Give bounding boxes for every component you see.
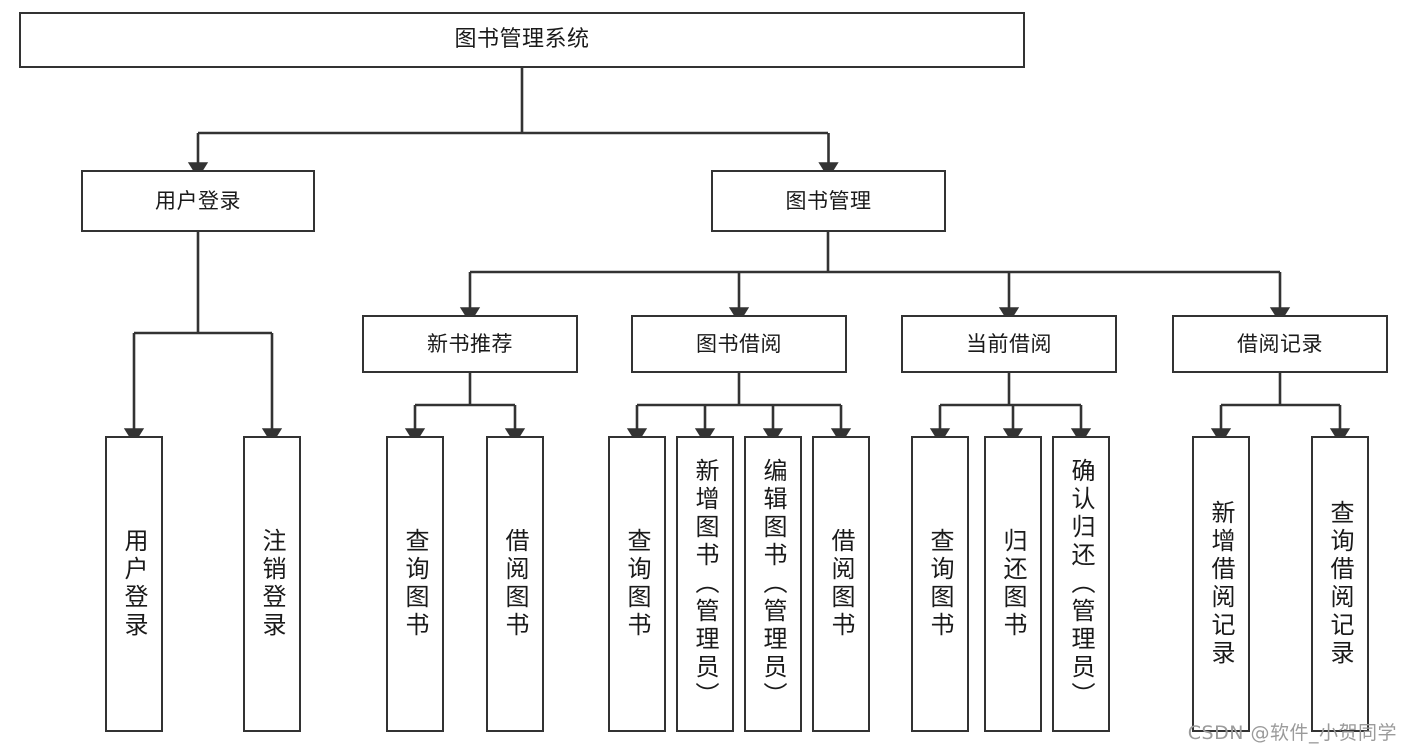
node-current-borrow[interactable]: 当前借阅 (901, 315, 1117, 373)
node-leaf-borrow-book-b-label: 借阅图书 (827, 528, 855, 640)
node-leaf-borrow-book-b[interactable]: 借阅图书 (812, 436, 870, 732)
node-leaf-query-book-a-label: 查询图书 (401, 528, 429, 640)
node-leaf-logout[interactable]: 注销登录 (243, 436, 301, 732)
node-new-book-recommend-label: 新书推荐 (427, 331, 513, 356)
node-user-login[interactable]: 用户登录 (81, 170, 315, 232)
node-new-book-recommend[interactable]: 新书推荐 (362, 315, 578, 373)
node-leaf-query-book-b[interactable]: 查询图书 (608, 436, 666, 732)
node-root[interactable]: 图书管理系统 (19, 12, 1025, 68)
node-current-borrow-label: 当前借阅 (966, 331, 1052, 356)
node-book-management[interactable]: 图书管理 (711, 170, 946, 232)
node-leaf-query-book-b-label: 查询图书 (623, 528, 651, 640)
node-leaf-logout-label: 注销登录 (258, 528, 286, 640)
node-leaf-return-book[interactable]: 归还图书 (984, 436, 1042, 732)
node-leaf-edit-book-label: 编辑图书（管理员） (759, 458, 787, 710)
node-leaf-borrow-book-a-label: 借阅图书 (501, 528, 529, 640)
watermark: CSDN @软件_小贺同学 (1187, 722, 1397, 744)
node-root-label: 图书管理系统 (454, 27, 590, 53)
node-leaf-query-record[interactable]: 查询借阅记录 (1311, 436, 1369, 732)
node-book-management-label: 图书管理 (785, 188, 872, 213)
node-user-login-label: 用户登录 (155, 188, 241, 213)
node-leaf-confirm-return[interactable]: 确认归还（管理员） (1052, 436, 1110, 732)
node-book-borrow[interactable]: 图书借阅 (631, 315, 847, 373)
node-leaf-borrow-book-a[interactable]: 借阅图书 (486, 436, 544, 732)
node-borrow-record[interactable]: 借阅记录 (1172, 315, 1388, 373)
node-leaf-add-book[interactable]: 新增图书（管理员） (676, 436, 734, 732)
node-leaf-edit-book[interactable]: 编辑图书（管理员） (744, 436, 802, 732)
node-leaf-confirm-return-label: 确认归还（管理员） (1067, 458, 1095, 710)
node-leaf-query-record-label: 查询借阅记录 (1326, 500, 1354, 668)
node-leaf-add-record[interactable]: 新增借阅记录 (1192, 436, 1250, 732)
node-leaf-add-book-label: 新增图书（管理员） (691, 458, 719, 710)
node-leaf-query-book-a[interactable]: 查询图书 (386, 436, 444, 732)
node-leaf-user-login[interactable]: 用户登录 (105, 436, 163, 732)
node-leaf-query-book-c-label: 查询图书 (926, 528, 954, 640)
node-leaf-add-record-label: 新增借阅记录 (1207, 500, 1235, 668)
node-book-borrow-label: 图书借阅 (696, 331, 782, 356)
node-borrow-record-label: 借阅记录 (1237, 331, 1323, 356)
node-leaf-query-book-c[interactable]: 查询图书 (911, 436, 969, 732)
node-leaf-user-login-label: 用户登录 (120, 528, 148, 640)
node-leaf-return-book-label: 归还图书 (999, 528, 1027, 640)
